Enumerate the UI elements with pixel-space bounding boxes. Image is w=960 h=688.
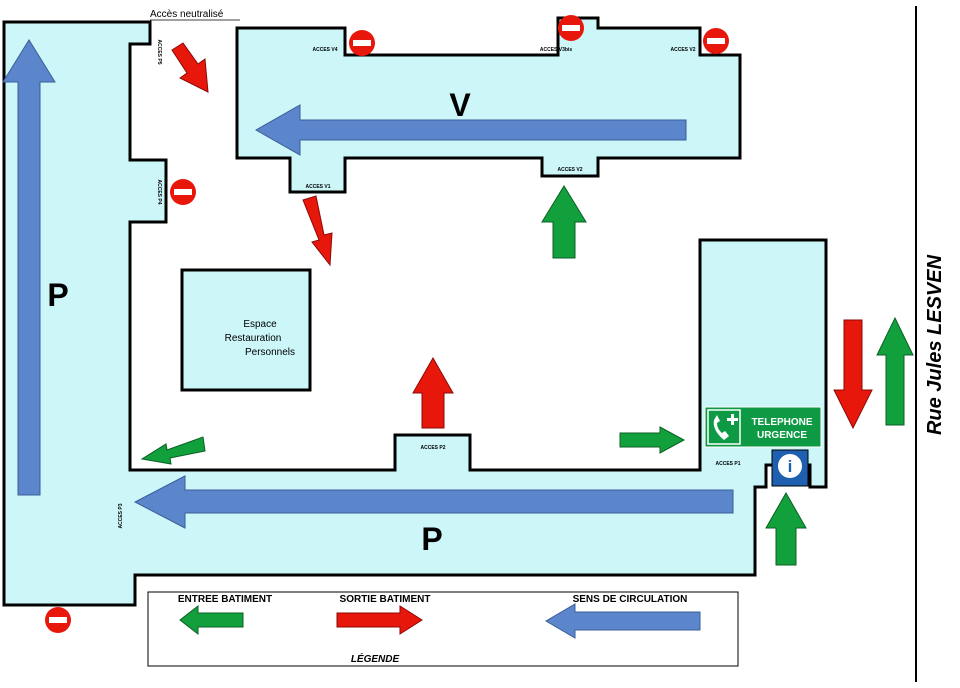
exit-arrow-p5	[171, 42, 209, 93]
legend-exit-label: SORTIE BATIMENT	[340, 594, 431, 605]
info-icon	[778, 454, 802, 478]
entry-arrow-p1-right	[619, 426, 686, 454]
legend-circulation-label: SENS DE CIRCULATION	[573, 594, 688, 605]
access-p5-label: ACCES P5	[156, 39, 162, 64]
access-p1-label: ACCES P1	[715, 461, 740, 467]
entry-arrow-p3	[140, 436, 206, 465]
legend-exit-arrow	[336, 605, 423, 635]
restaurant-building	[180, 268, 312, 392]
no-entry-icon	[349, 30, 375, 56]
info-sign: i	[771, 449, 809, 487]
building-p-wing	[2, 20, 828, 607]
access-v3bis-label: ACCES V3bis	[540, 47, 572, 53]
emergency-phone-sign: TELEPHONE URGENCE	[704, 406, 822, 448]
exit-arrow-p2	[412, 356, 454, 429]
exit-arrow-v1	[302, 195, 333, 267]
building-v-wing	[235, 16, 742, 194]
legend: ENTREE BATIMENT SORTIE BATIMENT SENS DE …	[147, 591, 739, 667]
no-entry-icon	[558, 15, 584, 41]
room-line2: Restauration	[225, 333, 282, 344]
legend-entry-label: ENTREE BATIMENT	[178, 594, 272, 605]
circulation-arrow-left-up	[2, 39, 56, 496]
access-neutralized-label: Accès neutralisé	[150, 9, 224, 20]
no-entry-icon	[170, 179, 196, 205]
room-line1: Espace	[243, 319, 277, 330]
circulation-arrow-bottom	[133, 475, 734, 529]
legend-entry-arrow	[179, 604, 244, 636]
circulation-arrow-v	[254, 104, 687, 156]
phone-line2: URGENCE	[757, 430, 807, 441]
legend-title: LÉGENDE	[351, 652, 400, 665]
street-name: Rue Jules LESVEN	[924, 254, 946, 435]
entry-arrow-v2	[541, 185, 587, 259]
entry-arrow-p1	[765, 491, 807, 566]
access-p4-label: ACCES P4	[156, 179, 162, 204]
no-entry-icon	[45, 607, 71, 633]
room-line3: Personnels	[245, 347, 295, 358]
info-letter: i	[788, 457, 793, 476]
phone-line1: TELEPHONE	[751, 417, 812, 428]
access-p2-label: ACCES P2	[420, 445, 445, 451]
access-v2-bottom-label: ACCES V2	[557, 167, 582, 173]
zone-p-bottom-label: P	[421, 521, 442, 557]
access-p3-label: ACCES P3	[118, 503, 124, 528]
access-v4-label: ACCES V4	[312, 47, 337, 53]
no-entry-icon	[703, 28, 729, 54]
legend-circulation-arrow	[545, 603, 701, 639]
access-v1-label: ACCES V1	[305, 184, 330, 190]
exit-arrow-street	[833, 319, 873, 430]
entry-arrow-street	[876, 316, 914, 426]
zone-v-label: V	[449, 87, 471, 123]
zone-p-left-label: P	[47, 277, 68, 313]
phone-plus-icon	[713, 414, 738, 440]
access-v2-top-label: ACCES V2	[670, 47, 695, 53]
